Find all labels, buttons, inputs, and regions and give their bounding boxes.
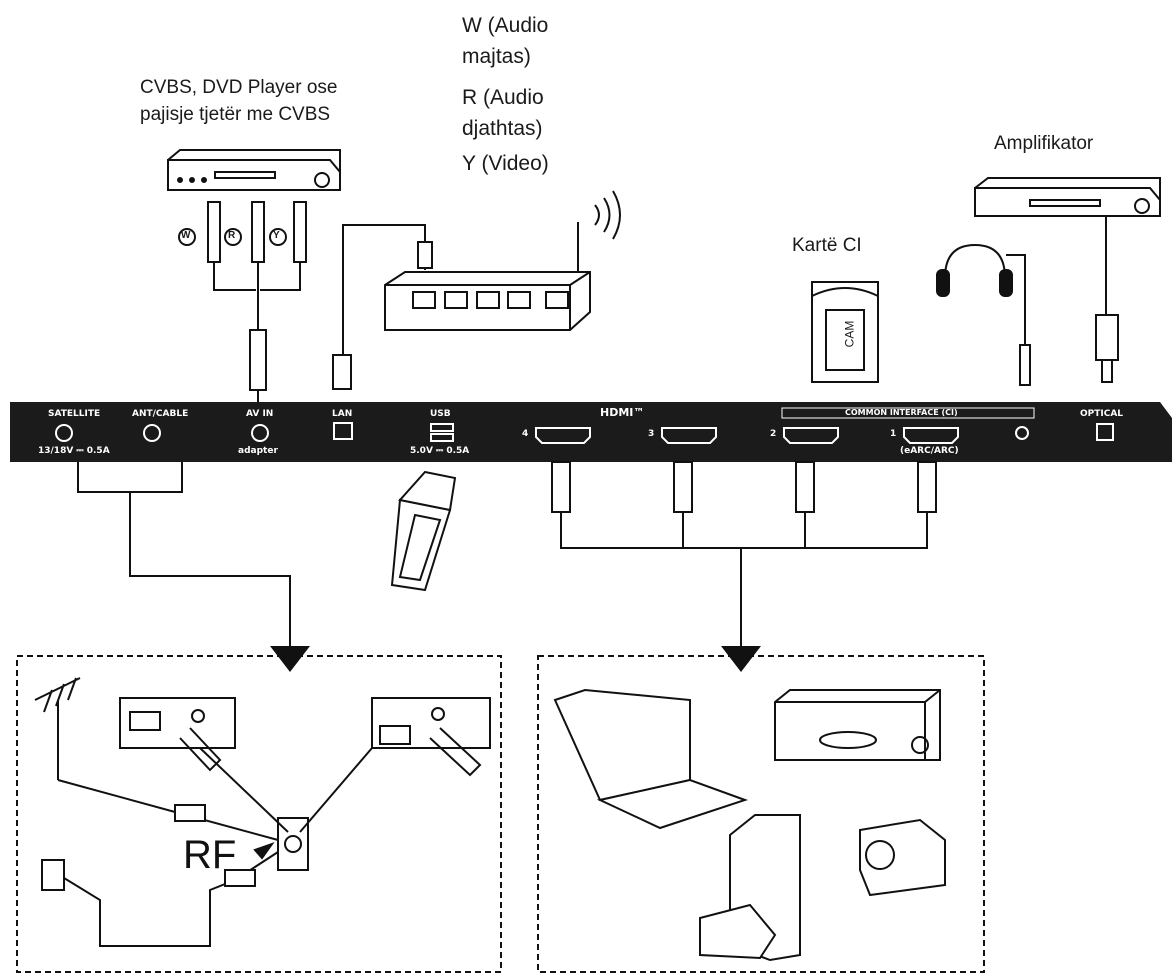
ci-card-label: Kartë CI (792, 235, 862, 256)
dvd-player-icon (774, 689, 941, 761)
lan-cable-icon (332, 224, 433, 390)
usb-port-2 (430, 433, 454, 442)
wall-cable-icon (41, 851, 279, 947)
antenna-box (16, 655, 502, 973)
lan-port (333, 422, 353, 440)
hdmi3-label: 3 (648, 429, 655, 439)
headphone-port (1015, 426, 1029, 440)
hdmi-logo-label: HDMI™ (600, 406, 645, 419)
hdmi1-note-label: (eARC/ARC) (900, 446, 959, 456)
satellite-spec-label: 13/18V ⎓ 0.5A (38, 446, 110, 456)
av-in-note-label: adapter (238, 446, 278, 456)
optical-port (1096, 423, 1114, 441)
coax-detail-left-icon (119, 697, 289, 833)
common-interface-label: COMMON INTERFACE (CI) (845, 408, 958, 417)
cvbs-source-label-line1: CVBS, DVD Player ose (140, 77, 338, 98)
headphones-icon (936, 243, 1031, 386)
aerial-antenna-icon (34, 677, 81, 780)
hdmi-cables-icon (551, 461, 937, 646)
wall-socket-icon (277, 817, 309, 871)
usb-port-1 (430, 423, 454, 432)
ant-cable-port (143, 424, 161, 442)
hdmi4-label: 4 (522, 429, 529, 439)
audio-right-label-line1: R (Audio (462, 86, 544, 109)
rf-label: RF (183, 833, 237, 877)
cvbs-dvd-player-icon (167, 149, 341, 191)
audio-right-label-line2: djathtas) (462, 117, 543, 140)
hdmi2-label: 2 (770, 429, 777, 439)
rca-r-marker: R (228, 230, 236, 241)
satellite-port-label: SATELLITE (48, 409, 101, 419)
usb-spec-label: 5.0V ⎓ 0.5A (410, 446, 470, 456)
rca-w-marker: W (181, 230, 191, 241)
coax-detail-right-icon (299, 697, 491, 833)
antenna-cable-icon (57, 779, 279, 841)
ci-slot-frame (781, 407, 1035, 419)
optical-port-label: OPTICAL (1080, 409, 1124, 419)
audio-left-label-line1: W (Audio (462, 14, 549, 37)
av-in-port-label: AV IN (246, 409, 274, 419)
cvbs-source-label-line2: pajisje tjetër me CVBS (140, 104, 331, 125)
hdmi2-port (783, 427, 839, 444)
laptop-icon (553, 688, 749, 830)
amplifier-label: Amplifikator (994, 133, 1094, 154)
camcorder-icon (859, 818, 946, 897)
router-icon (384, 190, 621, 331)
ci-card-icon (811, 281, 879, 383)
cam-label: CAM (842, 320, 857, 348)
ant-cable-port-label: ANT/CABLE (132, 409, 189, 419)
game-console-icon (699, 814, 801, 962)
arrow-down-hdmi (721, 646, 761, 672)
amplifier-icon (974, 177, 1161, 383)
hdmi-devices-box (537, 655, 985, 973)
video-label: Y (Video) (462, 152, 549, 175)
audio-left-label-line2: majtas) (462, 45, 531, 68)
satellite-port (55, 424, 73, 442)
antenna-connector-line (77, 462, 291, 646)
av-in-port (251, 424, 269, 442)
hdmi1-port (903, 427, 959, 444)
hdmi3-port (661, 427, 717, 444)
usb-port-label: USB (430, 409, 451, 419)
usb-stick-icon (390, 470, 457, 592)
arrow-down-antenna (270, 646, 310, 672)
lan-port-label: LAN (332, 409, 353, 419)
rca-y-marker: Y (273, 230, 280, 241)
rca-plugs-icon (207, 201, 307, 391)
hdmi1-label: 1 (890, 429, 897, 439)
hdmi4-port (535, 427, 591, 444)
